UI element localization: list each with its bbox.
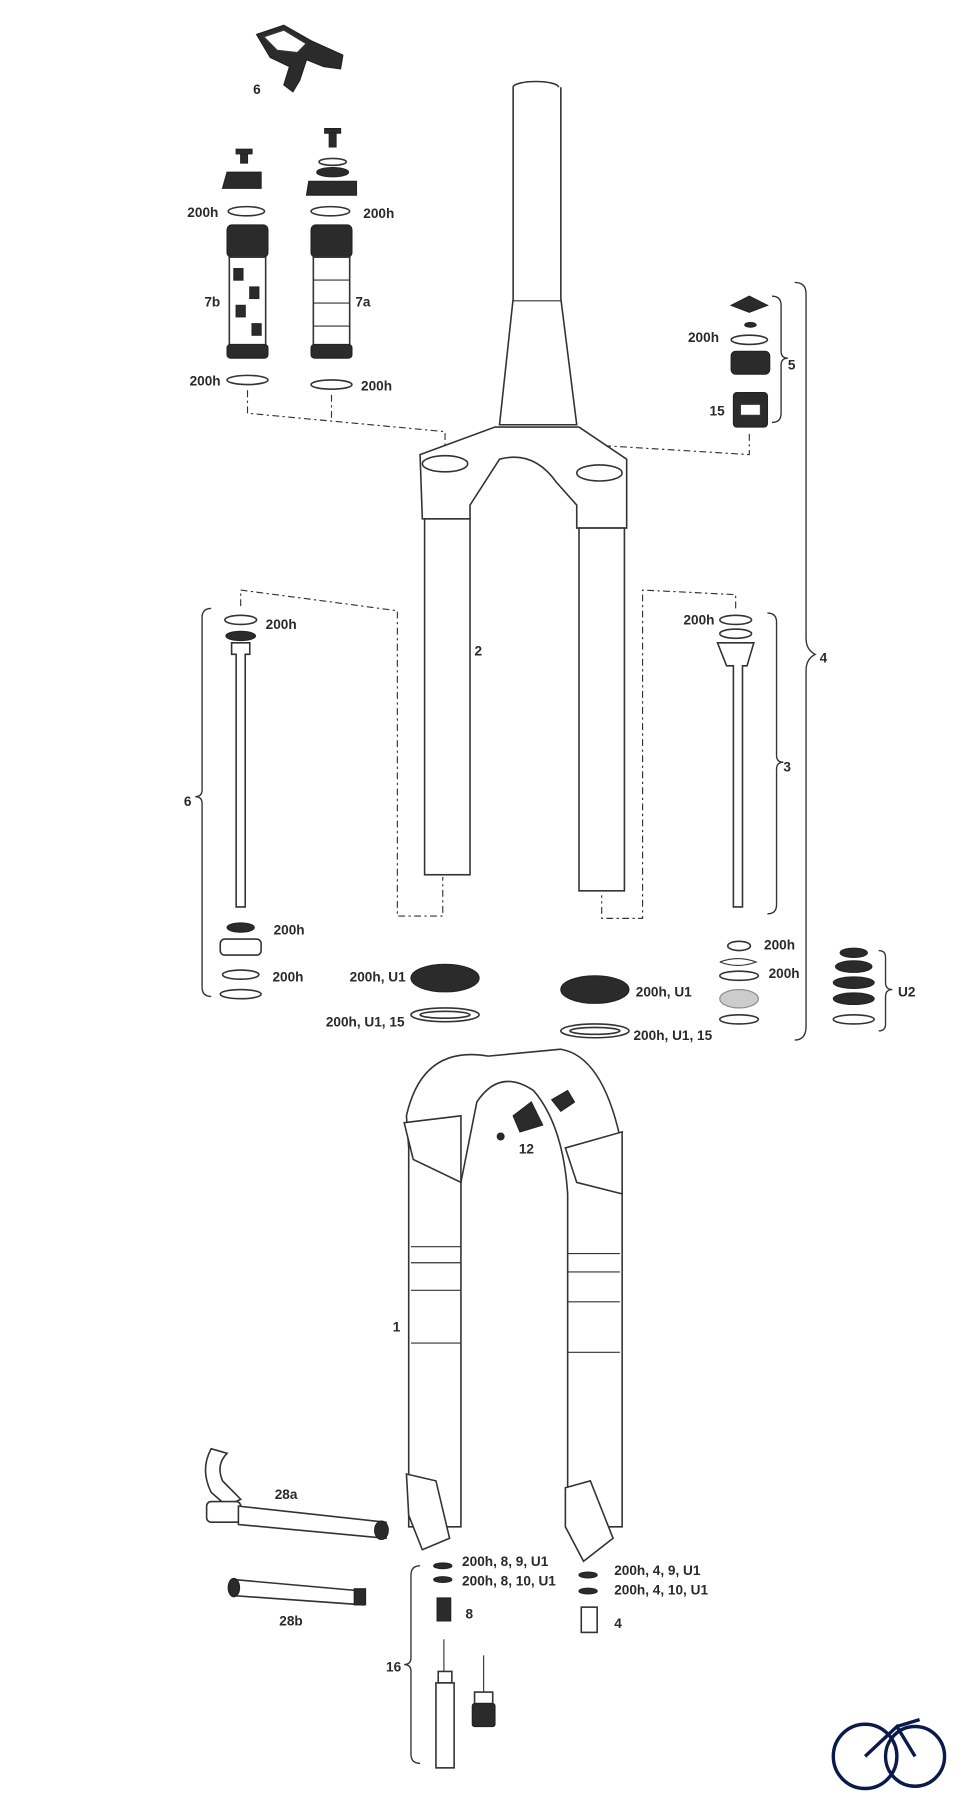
label-bolt-seal: 200h, 8, 10, U1 — [462, 1573, 556, 1588]
label-200h: 200h — [688, 330, 719, 345]
bottom-bolts — [433, 1562, 598, 1634]
brace-u2 — [878, 949, 893, 1032]
tool-kit-16 — [435, 1639, 496, 1769]
label-1: 1 — [393, 1320, 401, 1335]
label-200h: 200h — [187, 205, 218, 220]
label-bolt-seal: 200h, 4, 10, U1 — [614, 1582, 708, 1597]
label-200h: 200h — [769, 966, 800, 981]
label-4: 4 — [820, 650, 828, 665]
label-7a: 7a — [355, 294, 371, 309]
axle-28a — [204, 1447, 389, 1540]
label-12: 12 — [519, 1142, 535, 1157]
brace-4 — [794, 281, 817, 1041]
label-16: 16 — [386, 1659, 402, 1674]
label-200h-u1-15: 200h, U1, 15 — [633, 1028, 712, 1043]
label-5: 5 — [788, 358, 796, 373]
brace-16 — [404, 1565, 421, 1764]
label-remote-lever: 6 — [253, 82, 261, 97]
damper-7a — [305, 127, 358, 390]
label-28a: 28a — [275, 1487, 298, 1502]
bike-logo — [831, 1717, 947, 1791]
label-200h-u1-15: 200h, U1, 15 — [326, 1014, 405, 1029]
right-shaft-assembly — [601, 589, 755, 919]
brace-3 — [767, 612, 784, 915]
label-8: 8 — [465, 1607, 473, 1622]
label-u2: U2 — [898, 984, 916, 999]
remote-lever — [255, 24, 344, 93]
label-200h: 200h — [363, 206, 394, 221]
part-labels: 6 200h 200h 7b 7a 200h 200h 200h 5 15 2 … — [184, 82, 916, 1674]
label-200h: 200h — [266, 617, 297, 632]
topcap-kit-5 — [729, 295, 771, 428]
wiper-seals — [410, 963, 630, 1039]
label-200h: 200h — [272, 969, 303, 984]
brace-6 — [195, 607, 212, 998]
label-200h: 200h — [190, 374, 221, 389]
lower-leg — [403, 1048, 623, 1563]
label-bolt-seal: 200h, 8, 9, U1 — [462, 1554, 549, 1569]
label-200h: 200h — [274, 922, 305, 937]
brace-5 — [771, 295, 788, 424]
label-200h: 200h — [683, 612, 714, 627]
crown-steerer — [419, 80, 628, 892]
label-4: 4 — [614, 1616, 622, 1631]
label-6: 6 — [184, 794, 192, 809]
upgrade-kit-u2 — [832, 947, 875, 1025]
label-15: 15 — [710, 403, 726, 418]
label-200h: 200h — [764, 937, 795, 952]
left-shaft-assembly — [219, 589, 444, 1000]
label-bolt-seal: 200h, 4, 9, U1 — [614, 1563, 701, 1578]
axle-28b — [227, 1577, 367, 1606]
label-3: 3 — [783, 759, 791, 774]
label-200h-u1: 200h, U1 — [350, 969, 406, 984]
damper-7b — [221, 148, 269, 386]
label-28b: 28b — [279, 1613, 302, 1628]
label-200h: 200h — [361, 378, 392, 393]
right-bottom-parts — [718, 940, 760, 1025]
label-2: 2 — [475, 643, 483, 658]
label-7b: 7b — [204, 294, 220, 309]
label-200h-u1: 200h, U1 — [636, 984, 692, 999]
